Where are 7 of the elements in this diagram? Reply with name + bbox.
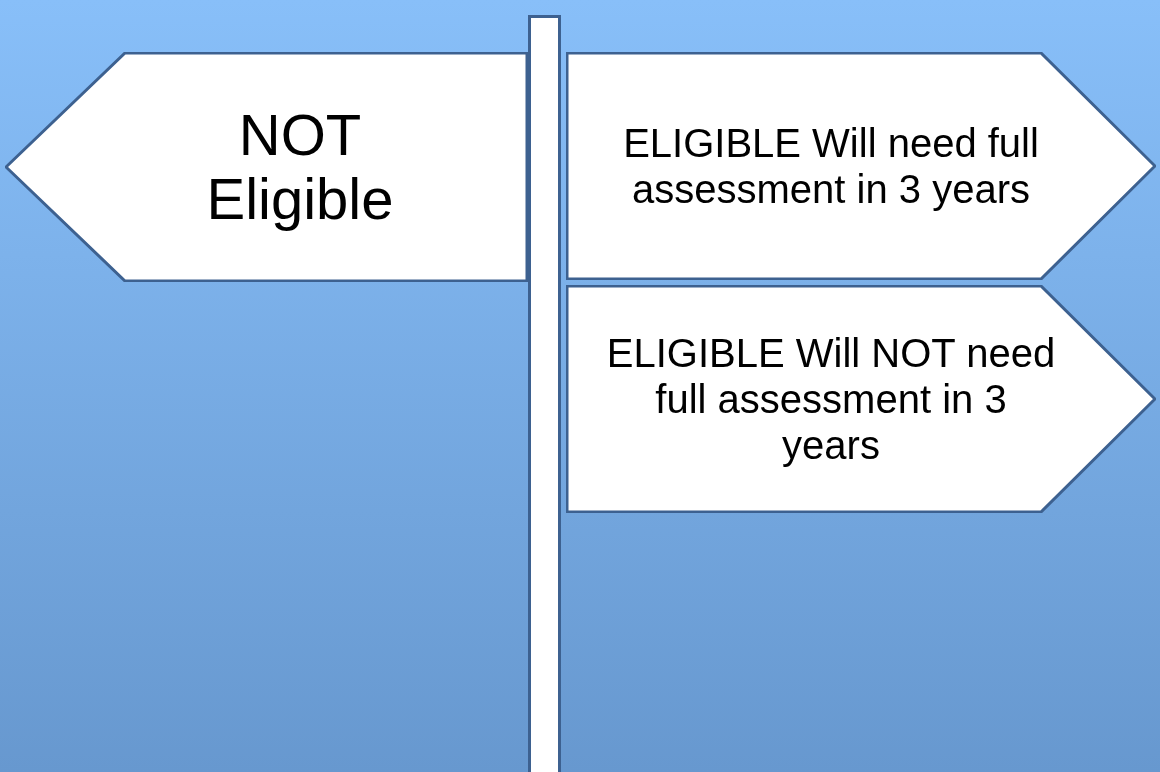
sign-board: [5, 52, 528, 282]
sign-board: [566, 285, 1156, 513]
sign-text: ELIGIBLE Will need full assessment in 3 years: [622, 120, 1040, 212]
sign-text: ELIGIBLE Will NOT need full assessment in 3 years: [606, 330, 1056, 468]
signpost-pole: [528, 15, 561, 772]
sign-text: NOT Eligible: [205, 103, 395, 231]
sign-board: [566, 52, 1156, 280]
